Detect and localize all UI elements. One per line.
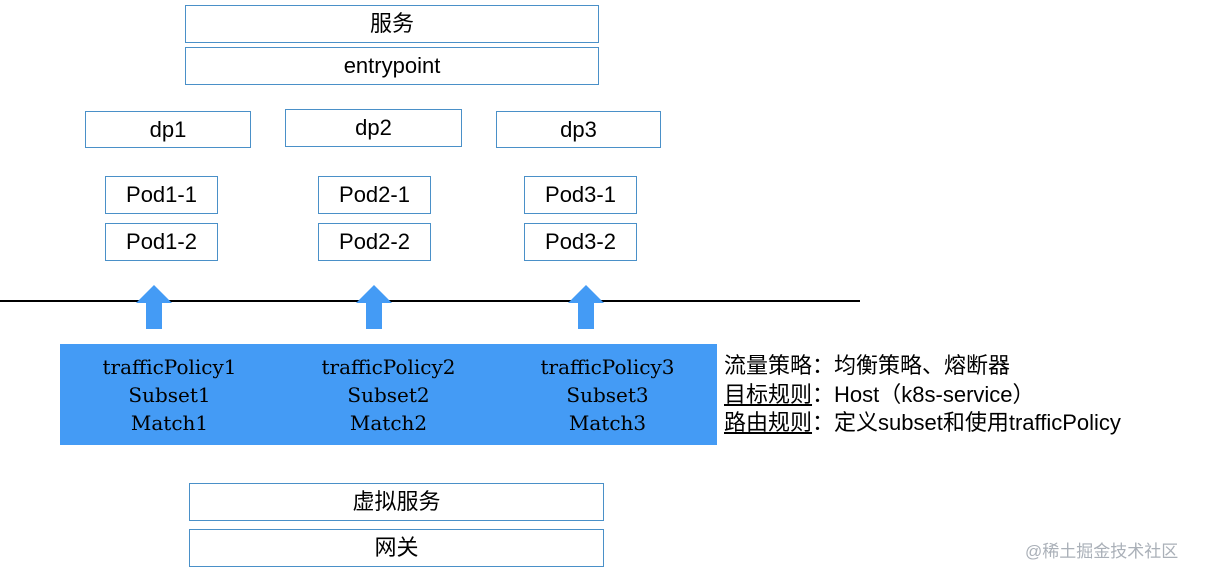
pod-label: Pod1-2 [126, 229, 197, 254]
network-divider-line [0, 300, 860, 302]
subset-label: Subset2 [347, 382, 430, 407]
legend-term: 流量策略 [724, 353, 813, 378]
up-arrow-icon [568, 285, 604, 329]
service-label: 服务 [369, 11, 414, 36]
pod-label: Pod3-1 [545, 182, 616, 207]
legend-line-traffic-policy: 流量策略：均衡策略、熔断器 [724, 352, 1121, 381]
legend-separator: ： [812, 381, 835, 407]
entrypoint-label: entrypoint [343, 53, 441, 78]
deployment-box-dp2: dp2 [285, 109, 462, 147]
legend-line-virtual-service-rule: 路由规则：定义subset和使用trafficPolicy [724, 409, 1121, 438]
pod-label: Pod2-2 [339, 229, 410, 254]
pod-label: Pod3-2 [545, 229, 616, 254]
match-label: Match2 [349, 410, 428, 435]
deployment-box-dp3: dp3 [496, 111, 661, 148]
subset-label: Subset3 [566, 382, 649, 407]
legend: 流量策略：均衡策略、熔断器 目标规则：Host（k8s-service） 路由规… [724, 352, 1121, 438]
gateway-box: 网关 [189, 529, 604, 567]
legend-separator: ： [812, 410, 835, 435]
traffic-policy-band: trafficPolicy1 Subset1 Match1 trafficPol… [60, 344, 717, 445]
traffic-policy-label: trafficPolicy3 [540, 354, 675, 379]
up-arrow-icon [136, 285, 172, 329]
match-label: Match3 [568, 410, 647, 435]
virtual-service-label: 虚拟服务 [352, 489, 441, 514]
traffic-policy-label: trafficPolicy2 [321, 354, 456, 379]
virtual-service-box: 虚拟服务 [189, 483, 604, 521]
pod-box: Pod2-1 [318, 176, 431, 214]
deployment-label: dp3 [560, 116, 597, 142]
service-box: 服务 [185, 5, 599, 43]
legend-separator: ： [812, 353, 835, 378]
pod-label: Pod2-1 [339, 182, 410, 207]
subset-label: Subset1 [128, 382, 211, 407]
pod-box: Pod1-1 [105, 176, 218, 214]
policy-group-3: trafficPolicy3 Subset3 Match3 [498, 344, 717, 445]
legend-description: 均衡策略、熔断器 [834, 353, 1011, 378]
deployment-label: dp2 [355, 115, 392, 140]
pod-label: Pod1-1 [126, 182, 197, 207]
up-arrow-icon [356, 285, 392, 329]
watermark: @稀土掘金技术社区 [1025, 542, 1179, 561]
entrypoint-box: entrypoint [185, 47, 599, 85]
deployment-box-dp1: dp1 [85, 111, 251, 148]
match-label: Match1 [130, 410, 209, 435]
legend-line-destination-rule: 目标规则：Host（k8s-service） [724, 381, 1121, 410]
pod-box: Pod3-2 [524, 223, 637, 261]
legend-description: 定义subset和使用trafficPolicy [834, 410, 1121, 435]
legend-term: 目标规则 [724, 381, 813, 407]
policy-group-1: trafficPolicy1 Subset1 Match1 [60, 344, 279, 445]
gateway-label: 网关 [374, 535, 419, 560]
legend-term: 路由规则 [724, 410, 813, 435]
pod-box: Pod1-2 [105, 223, 218, 261]
traffic-policy-label: trafficPolicy1 [102, 354, 237, 379]
pod-box: Pod2-2 [318, 223, 431, 261]
deployment-label: dp1 [149, 116, 187, 142]
legend-description: Host（k8s-service） [834, 381, 1035, 407]
pod-box: Pod3-1 [524, 176, 637, 214]
policy-group-2: trafficPolicy2 Subset2 Match2 [279, 344, 498, 445]
